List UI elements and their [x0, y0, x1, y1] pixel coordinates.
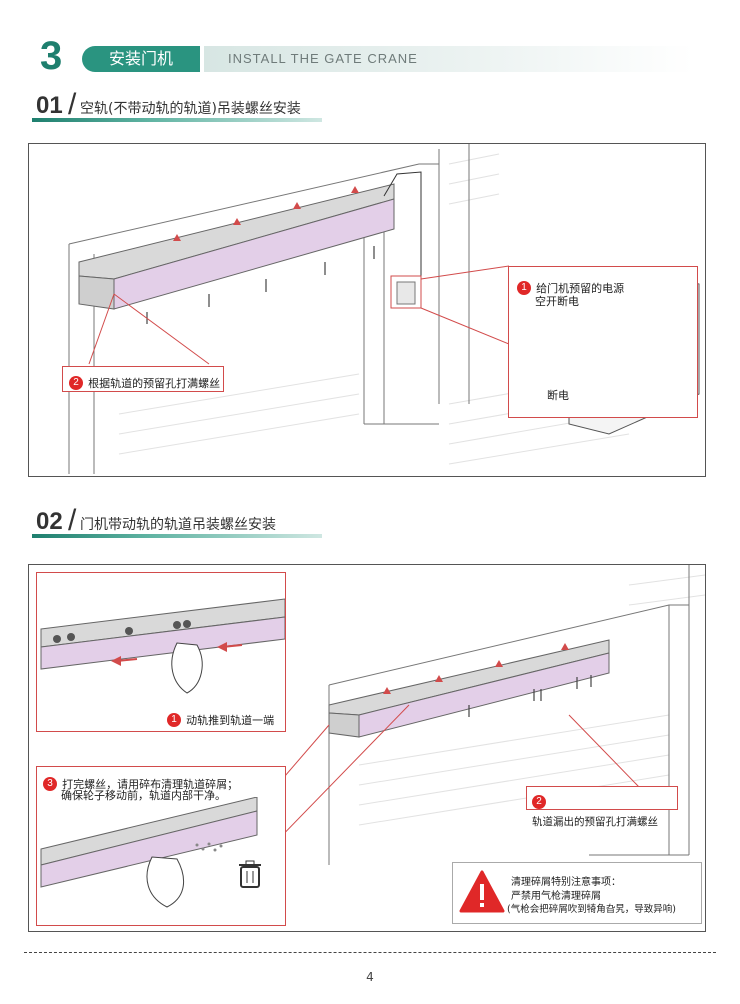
- callout-badge: 2: [532, 794, 546, 809]
- callout-badge: 3: [43, 776, 57, 791]
- footer-divider: [24, 952, 716, 953]
- cleaning-detail: [40, 797, 258, 908]
- moving-rail-detail: [40, 598, 286, 694]
- section2-title: 门机带动轨的轨道吊装螺丝安装: [80, 517, 276, 533]
- callout-power-line2: 空开断电: [535, 295, 579, 308]
- callout-clean-line2: 确保轮子移动前，轨道内部干净。: [61, 789, 226, 802]
- step-number: 3: [40, 34, 63, 78]
- section1-slash: /: [68, 88, 77, 121]
- section2-number: 02: [36, 508, 63, 535]
- section2-callout-screw: 2 轨道漏出的预留孔打满螺丝: [526, 786, 678, 828]
- callout-screw-text: 轨道漏出的预留孔打满螺丝: [532, 816, 658, 828]
- section2-slash: /: [68, 504, 77, 537]
- section2-inset-clean: 3 打完螺丝，请用碎布清理轨道碎屑； 确保轮子移动前，轨道内部干净。: [36, 766, 286, 926]
- callout-push-text: 动轨推到轨道一端: [186, 714, 275, 727]
- section2-heading: 02 / 门机带动轨的轨道吊装螺丝安装: [32, 504, 332, 538]
- callout-badge: 1: [167, 712, 181, 727]
- warning-line3: (气枪会把碎屑吹到犄角旮旯，导致异响): [507, 904, 676, 915]
- section2-underline: [32, 534, 322, 538]
- step-title-en: INSTALL THE GATE CRANE: [204, 46, 694, 72]
- trash-bin-icon: [239, 860, 261, 888]
- warning-triangle-icon: [459, 870, 505, 913]
- section1-callout-screw: 2 根据轨道的预留孔打满螺丝: [62, 366, 224, 392]
- page-number: 4: [366, 970, 374, 984]
- callout-clean-line1: 打完螺丝，请用碎布清理轨道碎屑；: [62, 778, 239, 791]
- warning-box: 清理碎屑特别注意事项： 严禁用气枪清理碎屑 (气枪会把碎屑吹到犄角旮旯，导致异响…: [452, 862, 702, 924]
- callout-badge: 1: [517, 280, 531, 295]
- label-power-off: 断电: [547, 389, 569, 402]
- warning-line2: 严禁用气枪清理碎屑: [511, 891, 601, 902]
- section1-heading: 01 / 空轨(不带动轨的轨道)吊装螺丝安装: [32, 88, 332, 122]
- step-title: 安装门机: [82, 46, 200, 72]
- section2-inset-push: 1 动轨推到轨道一端: [36, 572, 286, 732]
- callout-power-line1: 给门机预留的电源: [536, 282, 625, 295]
- section1-number: 01: [36, 92, 63, 119]
- callout-screw-text: 根据轨道的预留孔打满螺丝: [88, 377, 221, 390]
- rail-with-moving-rail-illustration: [233, 565, 706, 886]
- callout-badge: 2: [69, 375, 83, 390]
- section1-underline: [32, 118, 322, 122]
- section1-callout-power: 1 给门机预留的电源 空开断电 断电: [508, 266, 698, 418]
- section1-title: 空轨(不带动轨的轨道)吊装螺丝安装: [80, 101, 301, 117]
- warning-line1: 清理碎屑特别注意事项：: [511, 877, 621, 888]
